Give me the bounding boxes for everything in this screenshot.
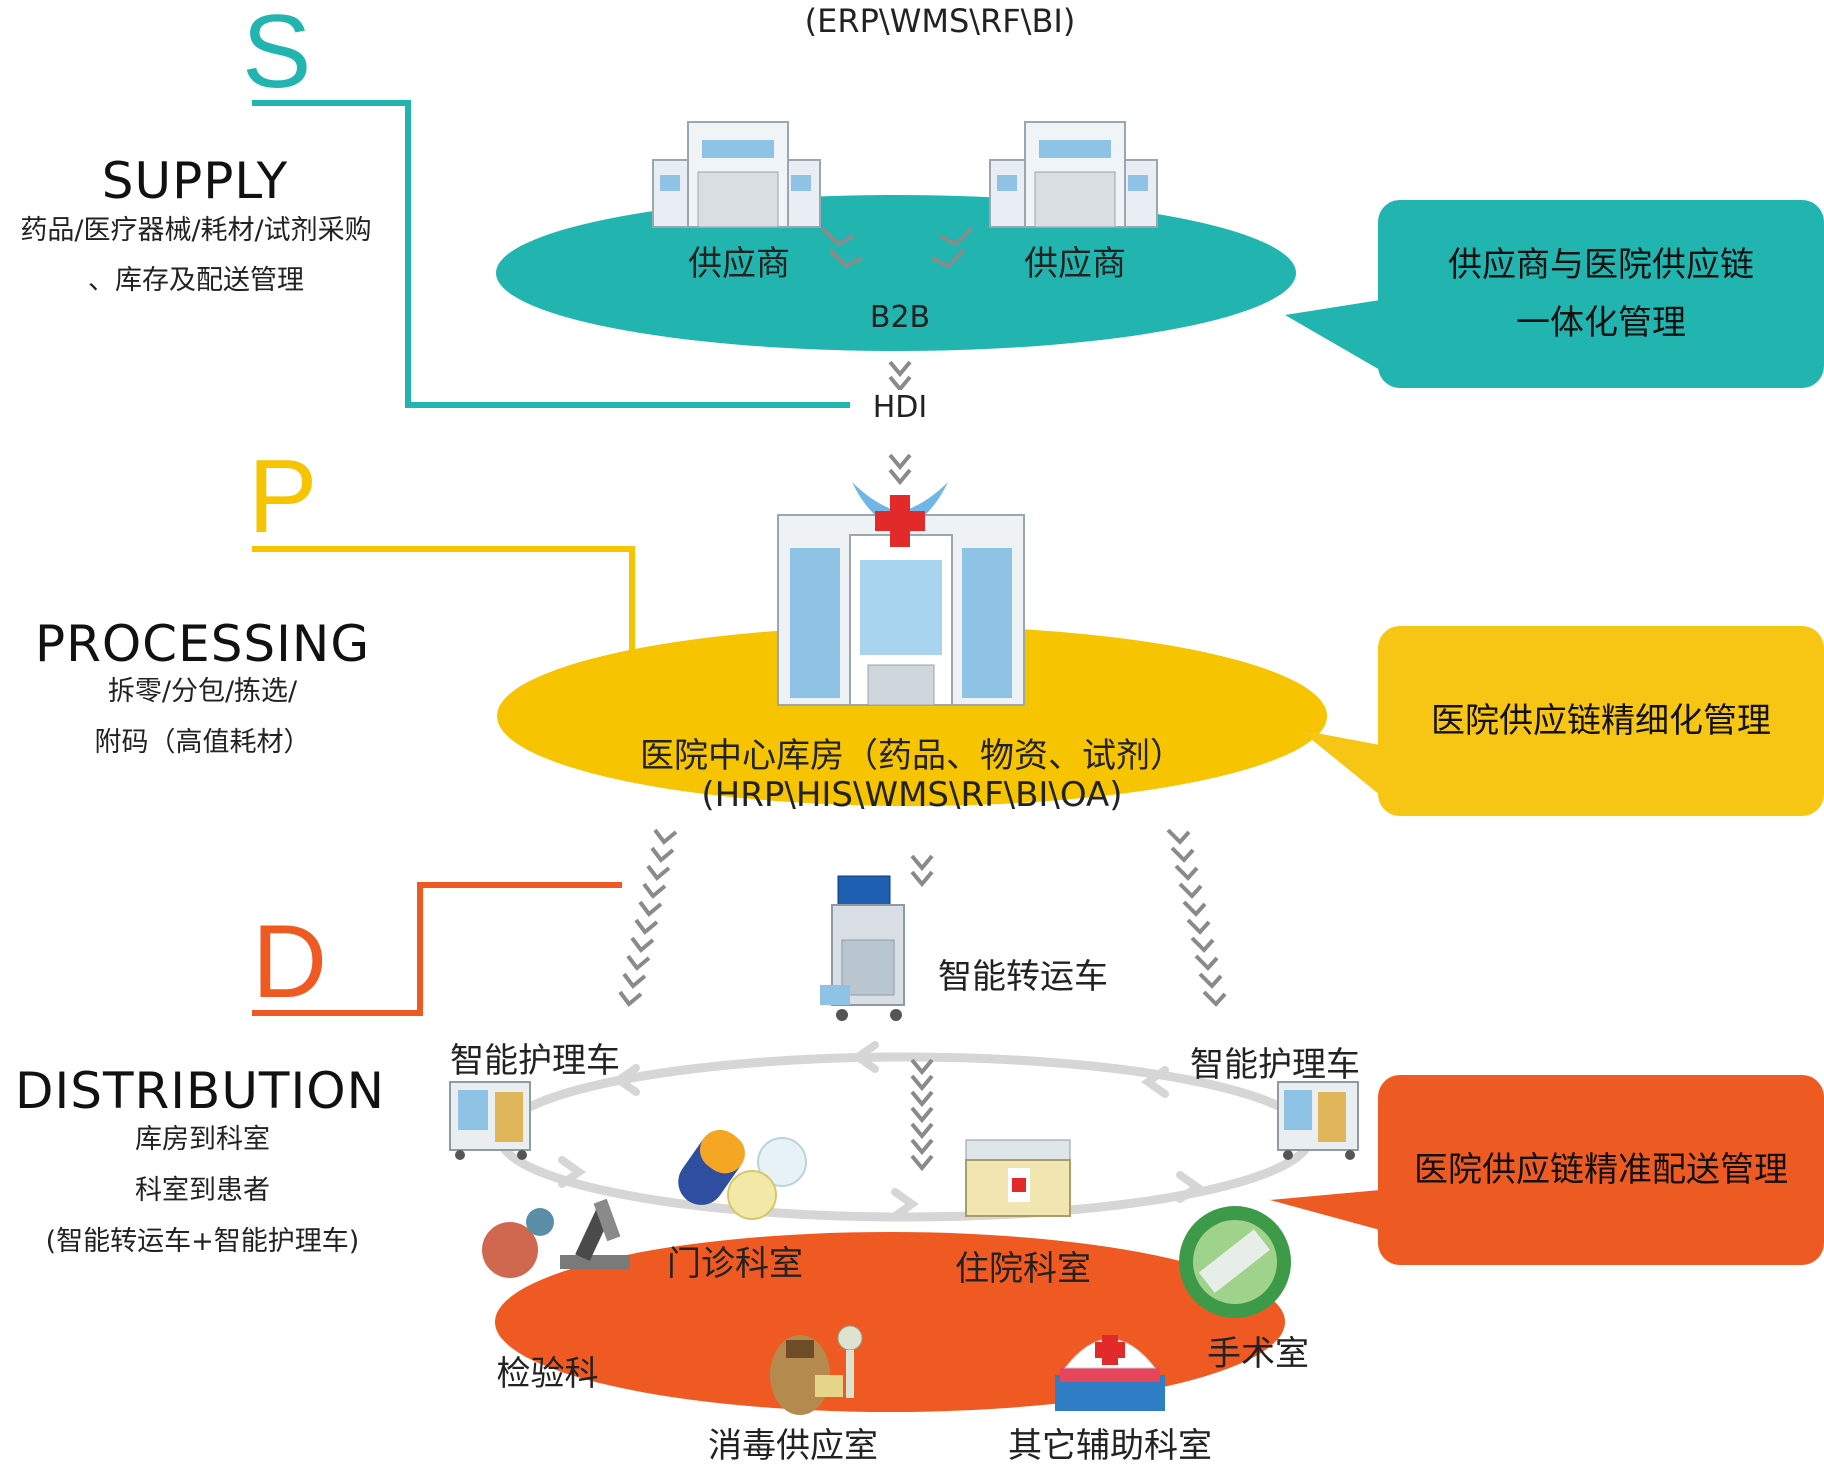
callout-supply-line2: 一体化管理 [1516,303,1686,343]
surgery-light-icon [1179,1206,1291,1318]
supply-ellipse [496,195,1296,351]
callout-supply-tail [1285,300,1380,370]
building-icon [989,121,1158,228]
nursing-cart-right-label: 智能护理车 [1190,1045,1360,1085]
eagle-cross-icon [852,482,948,547]
supply-desc-line1: 药品/医疗器械/耗材/试剂采购 [20,215,372,246]
callout-distribution-tail [1270,1190,1380,1230]
supply-connector-line [252,100,850,408]
transfer-cart-label: 智能转运车 [938,957,1108,997]
processing-connector-line [252,546,635,650]
callout-processing-tail [1300,730,1380,795]
distribution-connector-line [252,882,622,1016]
nurse-cap-icon [1055,1335,1165,1411]
ring-arrows [558,1041,1204,1220]
cart-icon [820,875,905,1021]
inpatient-label: 住院科室 [955,1249,1091,1289]
pills-icon [678,1129,807,1220]
callout-distribution: 医院供应链精准配送管理 [1378,1075,1824,1265]
supplier-label-left: 供应商 [688,244,790,284]
callout-processing-text: 医院供应链精细化管理 [1431,701,1771,741]
b2b-label: B2B [869,300,931,335]
cart-icon [1277,1081,1359,1160]
processing-desc-line1: 拆零/分包/拣选/ [107,676,298,707]
processing-systems-label: (HRP\HIS\WMS\RF\BI\OA) [701,775,1123,815]
lab-label: 检验科 [496,1354,599,1394]
distribution-desc-line3: (智能转运车+智能护理车) [45,1226,360,1257]
supplier-label-right: 供应商 [1024,244,1126,284]
other-departments-label: 其它辅助科室 [1008,1426,1212,1466]
chevron-arrows [618,226,1227,1172]
processing-ellipse [497,626,1327,806]
supply-title: SUPPLY [101,152,289,210]
nursing-cart-left-label: 智能护理车 [450,1041,620,1081]
distribution-letter: D [252,904,328,1020]
distribution-desc-line1: 库房到科室 [135,1124,270,1155]
distribution-desc-line2: 科室到患者 [135,1175,270,1206]
processing-letter: P [248,439,318,555]
callout-distribution-text: 医院供应链精准配送管理 [1414,1150,1788,1190]
top-systems-label: (ERP\WMS\RF\BI) [804,2,1076,40]
distribution-title: DISTRIBUTION [15,1062,385,1120]
bed-icon [965,1139,1071,1217]
supply-desc-line2: 、库存及配送管理 [88,265,304,296]
cart-icon [449,1081,531,1160]
callout-supply: 供应商与医院供应链 一体化管理 [1378,200,1824,388]
outpatient-label: 门诊科室 [667,1244,803,1284]
supply-letter: S [242,0,312,110]
microscope-icon [482,1198,630,1278]
central-warehouse-label: 医院中心库房（药品、物资、试剂） [640,736,1184,776]
callout-supply-line1: 供应商与医院供应链 [1448,245,1754,285]
hdi-label: HDI [850,390,950,425]
sterilization-label: 消毒供应室 [708,1426,878,1466]
herb-pot-icon [770,1325,863,1415]
callout-processing: 医院供应链精细化管理 [1378,626,1824,816]
building-icon [652,121,821,228]
surgery-label: 手术室 [1207,1334,1309,1374]
processing-desc-line2: 附码（高值耗材） [94,727,311,758]
processing-title: PROCESSING [34,615,371,673]
